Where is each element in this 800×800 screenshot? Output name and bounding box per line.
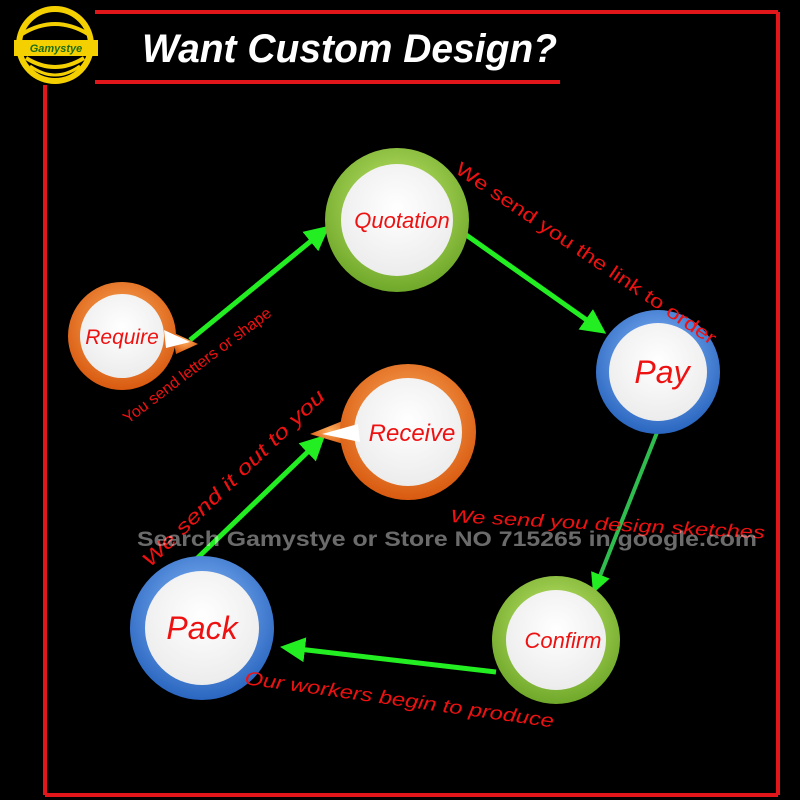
step-quotation-label: Quotation [354, 208, 449, 233]
step-pack: Pack [130, 556, 274, 700]
arrow-confirm-pack [280, 637, 497, 675]
step-receive-label: Receive [369, 420, 456, 447]
arrow-require-quotation [188, 225, 330, 342]
logo-text: Gamystye [30, 43, 83, 55]
step-pack-label: Pack [166, 610, 239, 646]
frame [43, 10, 780, 797]
step-pay-label: Pay [634, 354, 691, 390]
arrow-quotation-pay [460, 229, 607, 334]
step-confirm-label: Confirm [524, 628, 601, 653]
arrow-pack-receive [183, 435, 326, 572]
watermark: Search Gamystye or Store NO 715265 in go… [137, 528, 757, 551]
arrow-pay-confirm [591, 424, 662, 594]
step-confirm: Confirm [492, 576, 620, 704]
step-pay: Pay [596, 310, 720, 434]
step-require: Require [68, 282, 198, 390]
step-receive: Receive [310, 364, 476, 500]
page-title: Want Custom Design? [142, 27, 557, 71]
flow-arrows [183, 225, 662, 675]
step-quotation: Quotation [325, 148, 469, 292]
step-require-label: Require [85, 326, 159, 349]
brand-logo: Gamystye [14, 6, 98, 84]
